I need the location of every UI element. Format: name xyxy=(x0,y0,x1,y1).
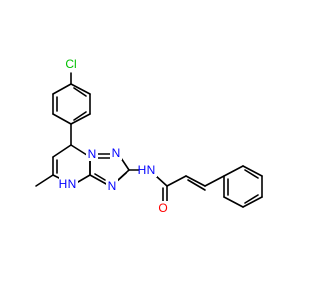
atom-h-ring-nh: H xyxy=(59,177,68,191)
atom-n-triazole-1: N xyxy=(88,147,97,161)
double-bond-inner xyxy=(94,173,106,181)
bond xyxy=(70,113,91,125)
atom-chlorine: Cl xyxy=(65,57,76,71)
double-bond-inner xyxy=(73,111,87,121)
atom-labels: Cl N N N N H N H O xyxy=(59,57,169,215)
bond xyxy=(77,174,91,183)
double-bond-inner xyxy=(244,169,259,179)
bond xyxy=(185,175,206,187)
bond xyxy=(70,83,91,95)
bond xyxy=(242,165,263,177)
double-bond-offset xyxy=(187,179,206,191)
bond xyxy=(52,144,72,158)
bond xyxy=(35,174,54,187)
bond xyxy=(242,196,263,208)
atom-n-triazole-3: N xyxy=(108,179,117,193)
bond xyxy=(155,175,168,187)
bond xyxy=(166,175,187,187)
bond xyxy=(120,157,130,171)
atom-h-amide: H xyxy=(138,163,147,177)
atom-n-triazole-2: N xyxy=(112,146,121,160)
bond xyxy=(204,175,225,187)
bond xyxy=(223,196,244,208)
bond xyxy=(52,83,72,95)
chemical-structure-diagram: Cl N N N N H N H O xyxy=(35,57,263,215)
atom-oxygen: O xyxy=(158,201,167,215)
atom-n-amide: N xyxy=(147,163,156,177)
atom-n-ring-nh: N xyxy=(68,177,77,191)
bond xyxy=(89,174,109,186)
double-bond-inner xyxy=(244,194,259,204)
bond xyxy=(52,113,72,125)
bond xyxy=(223,165,244,177)
double-bond-inner xyxy=(73,87,87,97)
